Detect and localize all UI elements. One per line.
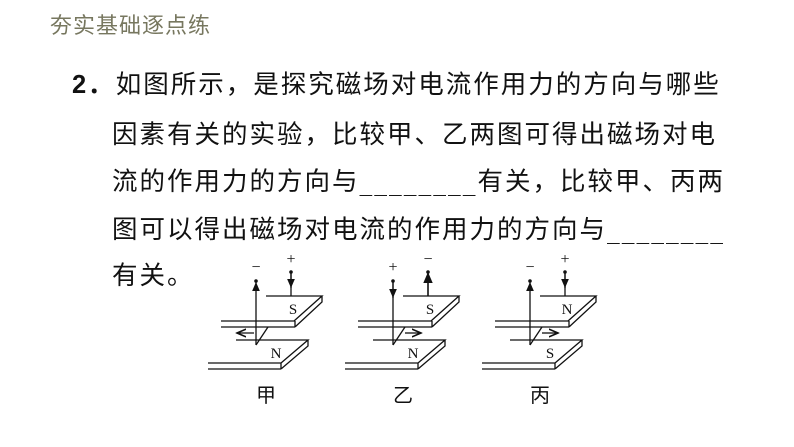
figure-label: 乙 — [393, 385, 413, 407]
pole-bottom: N — [271, 346, 282, 362]
question-line-1: 2．如图所示，是探究磁场对电流作用力的方向与哪些 — [72, 70, 721, 100]
question-number: 2． — [72, 71, 116, 99]
terminal-sign: − — [423, 251, 432, 268]
terminal-sign: − — [525, 259, 534, 276]
question-line-5: 有关。 — [112, 261, 195, 291]
figure-jia: − + S N 甲 — [207, 251, 323, 407]
terminal-sign: + — [286, 251, 295, 268]
figure-yi: + − S N 乙 — [344, 251, 460, 407]
terminal-sign: + — [388, 259, 397, 276]
pole-top: S — [289, 302, 297, 318]
question-line-3: 流的作用力的方向与________有关，比较甲、丙两 — [112, 167, 726, 197]
pole-top: N — [562, 302, 573, 318]
question-line-2: 因素有关的实验，比较甲、乙两图可得出磁场对电 — [112, 120, 718, 150]
pole-bottom: N — [408, 346, 419, 362]
section-header: 夯实基础逐点练 — [50, 14, 212, 39]
pole-bottom: S — [546, 346, 554, 362]
terminal-sign: − — [251, 259, 260, 276]
question-text: 如图所示，是探究磁场对电流作用力的方向与哪些 — [115, 70, 721, 100]
figure-label: 丙 — [530, 385, 550, 407]
terminal-sign: + — [560, 251, 569, 268]
pole-top: S — [426, 302, 434, 318]
figure-label: 甲 — [256, 385, 276, 407]
question-line-4: 图可以得出磁场对电流的作用力的方向与________ — [112, 215, 726, 245]
figure-bing: − + N S 丙 — [481, 251, 597, 407]
